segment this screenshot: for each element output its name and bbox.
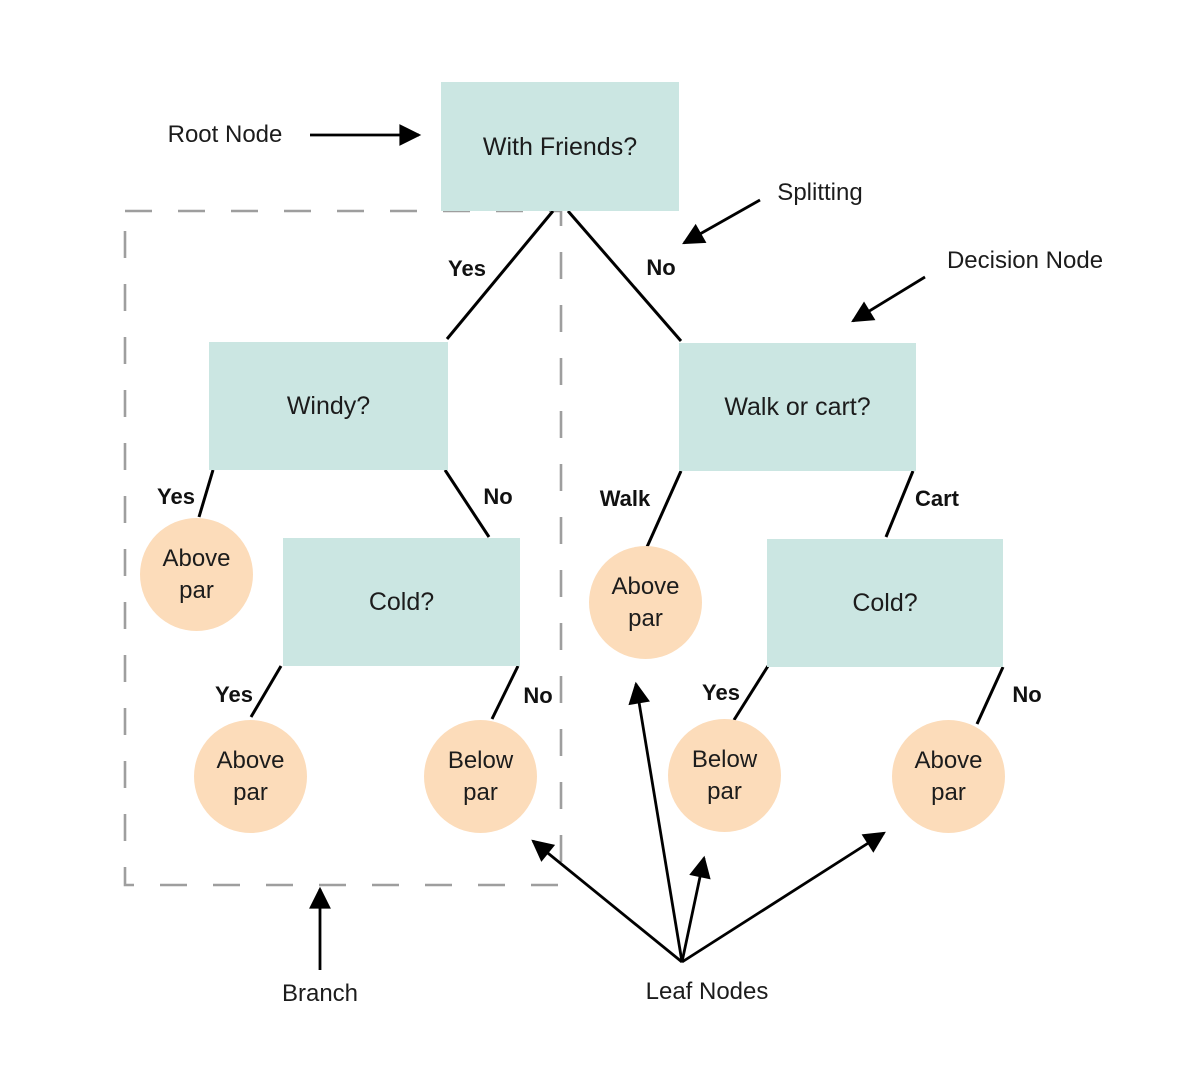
node-cold-left-label: Cold? [368,588,435,616]
edge-root-no [566,210,683,342]
leaf-walk: Above par [589,546,702,659]
leaf-nodes-arrow-1 [531,839,683,964]
node-walk-or-cart: Walk or cart? [679,343,916,471]
branch-annotation: Branch [281,980,359,1007]
node-cold-left: Cold? [283,538,520,666]
edge-windy-yes [197,469,215,518]
leaf-cold-left-no: Below par [424,720,537,833]
leaf-windy-yes: Above par [140,518,253,631]
decision-node-arrow [851,275,926,323]
edge-label-windy-yes: Yes [157,484,195,509]
leaf-cold-left-yes-label: Above par [216,747,285,806]
edge-root-yes [445,210,555,340]
edge-cold-left-yes [249,665,283,718]
edge-label-windy-no: No [483,484,513,509]
edge-cold-right-yes [732,665,770,721]
edge-label-root-no: No [646,255,676,280]
edge-label-walk: Walk [599,486,651,511]
leaf-walk-label: Above par [611,573,680,632]
decision-node-annotation: Decision Node [946,247,1104,274]
leaf-nodes-annotation: Leaf Nodes [645,978,769,1005]
leaf-nodes-arrow-2 [628,681,684,963]
node-root-label: With Friends? [482,132,638,161]
leaf-nodes-arrow-3 [680,855,711,963]
leaf-cold-right-yes-label: Below par [691,746,758,805]
edge-cold-right-no [975,666,1005,725]
edge-windy-no [443,469,491,538]
node-cold-right-label: Cold? [852,589,918,617]
leaf-cold-right-no-label: Above par [914,747,983,806]
edge-label-cold-right-no: No [1012,682,1042,707]
leaf-cold-right-yes: Below par [668,719,781,832]
leaf-cold-right-no: Above par [892,720,1005,833]
leaf-nodes-arrow-4 [681,831,886,964]
leaf-cold-left-yes: Above par [194,720,307,833]
edge-label-cart: Cart [914,486,960,511]
edge-label-cold-left-no: No [523,683,553,708]
root-node-annotation: Root Node [167,121,283,148]
edge-walk [645,470,683,548]
leaf-windy-yes-label: Above par [162,545,231,604]
node-windy: Windy? [209,342,448,470]
node-windy-label: Windy? [286,392,371,420]
edge-label-root-yes: Yes [448,256,486,281]
edge-label-cold-right-yes: Yes [702,680,740,705]
splitting-annotation: Splitting [777,179,863,206]
node-walk-or-cart-label: Walk or cart? [724,393,871,421]
leaf-cold-left-no-label: Below par [447,747,514,806]
node-cold-right: Cold? [767,539,1003,667]
edge-cart [884,470,915,538]
node-root: With Friends? [441,82,679,211]
edge-label-cold-left-yes: Yes [215,682,253,707]
branch-dashed-outline [123,209,563,887]
splitting-arrow [682,198,761,245]
edge-cold-left-no [490,665,520,720]
